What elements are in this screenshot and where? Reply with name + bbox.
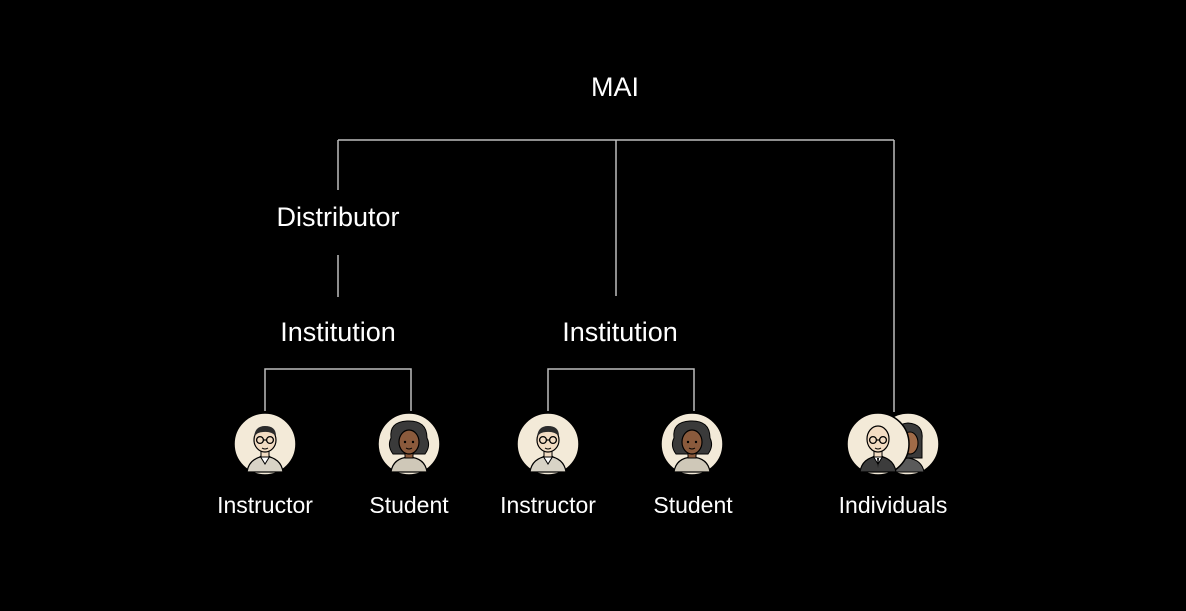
connector-institution-2-children <box>548 369 694 411</box>
leaf-label-individuals: Individuals <box>839 491 948 519</box>
leaf-label-instructor: Instructor <box>217 491 313 519</box>
leaf-label-student: Student <box>653 491 732 519</box>
individuals-avatar-group-icon <box>844 412 942 476</box>
student-avatar-icon <box>660 412 724 476</box>
leaf-label-instructor: Instructor <box>500 491 596 519</box>
instructor-avatar-icon <box>516 412 580 476</box>
student-avatar-icon <box>377 412 441 476</box>
connector-institution-1-children <box>265 369 411 411</box>
instructor-avatar-icon <box>233 412 297 476</box>
leaf-label-student: Student <box>369 491 448 519</box>
institution-2-node-label: Institution <box>562 316 678 348</box>
root-node-label: MAI <box>591 71 639 103</box>
distributor-node-label: Distributor <box>276 201 399 233</box>
institution-1-node-label: Institution <box>280 316 396 348</box>
